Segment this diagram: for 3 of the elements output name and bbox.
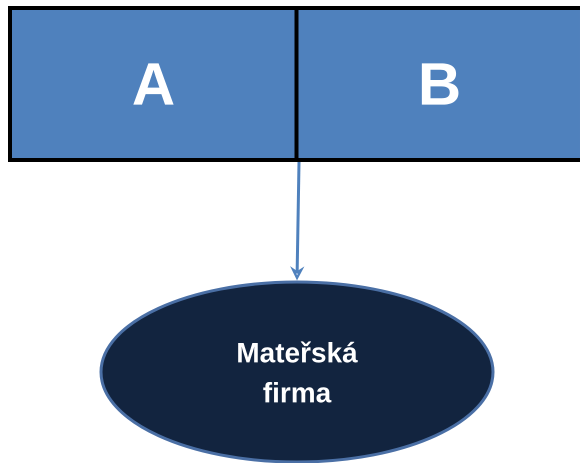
ellipse-node: Mateřská firma (100, 280, 494, 463)
labeled-box: A (8, 6, 299, 162)
labeled-box: B (294, 6, 580, 162)
